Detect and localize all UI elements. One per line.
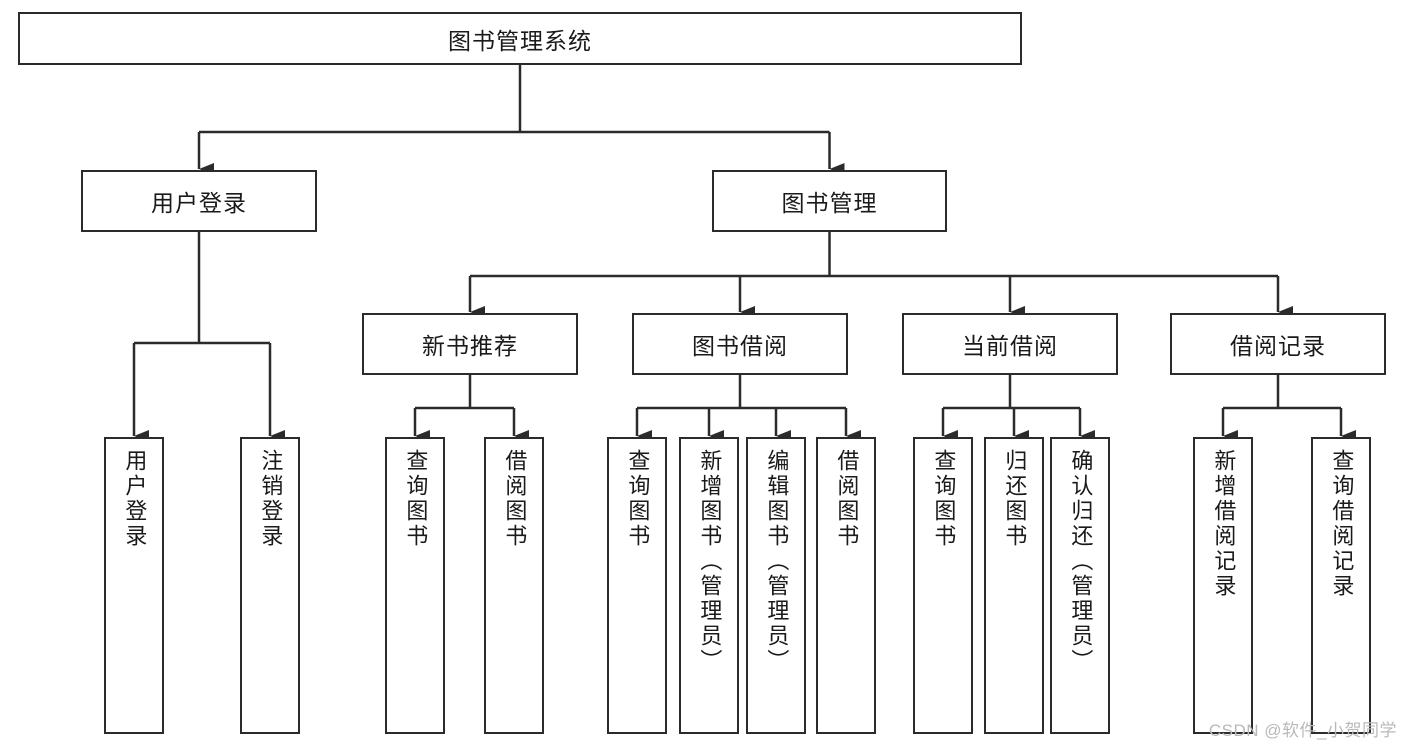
node-label: 注销登录 — [258, 449, 284, 549]
leaf-edit-book-admin[interactable]: 编辑图书（管理员） — [746, 437, 806, 734]
node-book-borrowing[interactable]: 图书借阅 — [632, 313, 848, 375]
node-label: 新书推荐 — [422, 333, 518, 359]
leaf-add-borrow-record[interactable]: 新增借阅记录 — [1193, 437, 1253, 734]
leaf-logout[interactable]: 注销登录 — [240, 437, 300, 734]
node-label: 查询图书 — [625, 449, 651, 549]
node-label: 新增图书（管理员） — [697, 449, 723, 674]
node-label: 归还图书 — [1002, 449, 1028, 549]
node-label: 图书借阅 — [692, 333, 788, 359]
node-label: 图书管理系统 — [448, 27, 592, 54]
watermark-text: CSDN @软件_小贺同学 — [1208, 721, 1397, 740]
node-label: 当前借阅 — [962, 333, 1058, 359]
node-label: 新增借阅记录 — [1211, 449, 1237, 599]
node-new-book-recommendation[interactable]: 新书推荐 — [362, 313, 578, 375]
leaf-user-login[interactable]: 用户登录 — [104, 437, 164, 734]
node-borrow-records[interactable]: 借阅记录 — [1170, 313, 1386, 375]
node-label: 借阅图书 — [502, 449, 528, 549]
node-label: 图书管理 — [781, 190, 878, 216]
node-root[interactable]: 图书管理系统 — [18, 12, 1022, 65]
node-user-login[interactable]: 用户登录 — [81, 170, 317, 232]
node-label: 编辑图书（管理员） — [764, 449, 790, 674]
node-label: 查询图书 — [931, 449, 957, 549]
node-label: 查询图书 — [403, 449, 429, 549]
leaf-query-books-recommend[interactable]: 查询图书 — [385, 437, 445, 734]
leaf-borrow-books[interactable]: 借阅图书 — [816, 437, 876, 734]
node-label: 用户登录 — [151, 190, 247, 216]
node-current-borrowing[interactable]: 当前借阅 — [902, 313, 1118, 375]
leaf-query-books-current[interactable]: 查询图书 — [913, 437, 973, 734]
leaf-query-borrow-record[interactable]: 查询借阅记录 — [1311, 437, 1371, 734]
leaf-query-books-borrowing[interactable]: 查询图书 — [607, 437, 667, 734]
leaf-confirm-return-admin[interactable]: 确认归还（管理员） — [1050, 437, 1110, 734]
node-label: 借阅图书 — [834, 449, 860, 549]
leaf-add-book-admin[interactable]: 新增图书（管理员） — [679, 437, 739, 734]
node-label: 查询借阅记录 — [1329, 449, 1355, 599]
node-label: 确认归还（管理员） — [1068, 449, 1094, 674]
leaf-borrow-books-recommend[interactable]: 借阅图书 — [484, 437, 544, 734]
node-label: 用户登录 — [122, 449, 148, 549]
leaf-return-books[interactable]: 归还图书 — [984, 437, 1044, 734]
node-book-management[interactable]: 图书管理 — [712, 170, 947, 232]
node-label: 借阅记录 — [1230, 333, 1326, 359]
